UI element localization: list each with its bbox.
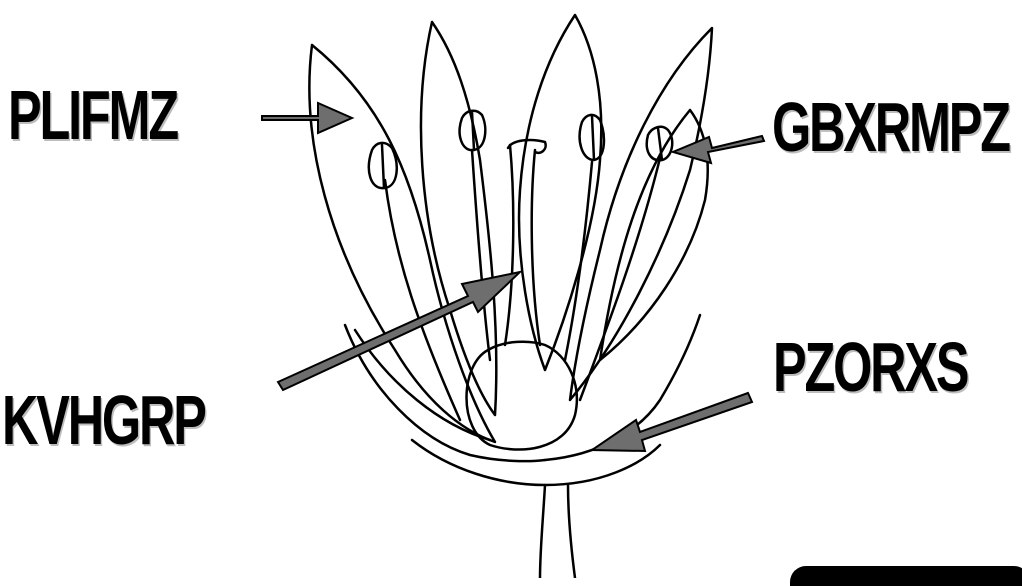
label-top-left: PLIFMZ	[8, 80, 177, 150]
arrow-to-ovary	[278, 272, 520, 390]
corner-tab	[790, 566, 1022, 586]
anther-2	[460, 111, 486, 150]
arrow-to-petal	[262, 103, 352, 133]
filament-1	[385, 180, 460, 420]
label-bottom-left: KVHGRP	[2, 385, 205, 455]
label-top-right: GBXRMPZ	[772, 92, 1009, 162]
style	[505, 145, 513, 345]
anther-1	[369, 143, 397, 188]
arrow-to-receptacle	[592, 393, 752, 451]
stalk-right	[568, 485, 575, 578]
label-bottom-right: PZORXS	[773, 332, 967, 402]
stalk-left	[540, 485, 545, 578]
arrow-to-anther	[673, 136, 764, 163]
filament-3	[565, 162, 592, 360]
style-right	[532, 150, 540, 345]
filament-2	[472, 150, 490, 360]
